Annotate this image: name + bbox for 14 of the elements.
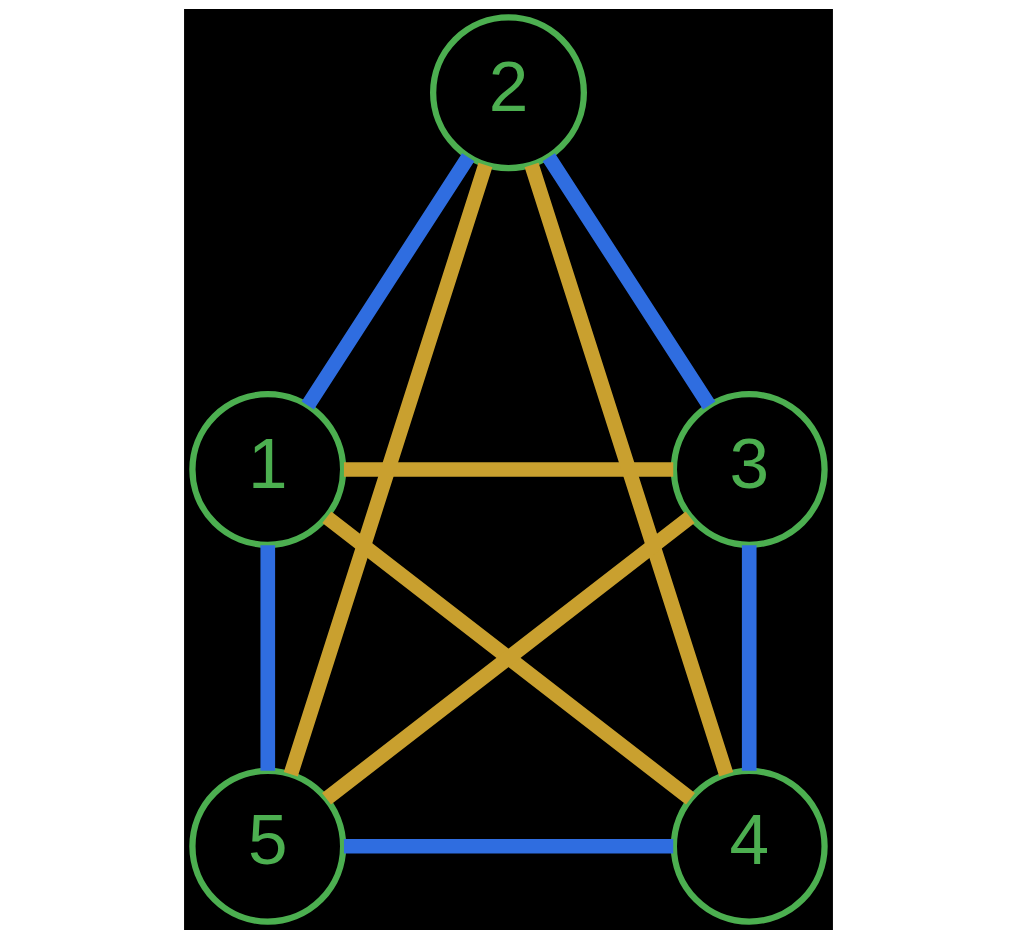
connector [343,461,673,477]
node-circle: 5 [188,767,346,925]
node-circle: 1 [188,390,346,548]
node-circle: 2 [429,13,587,171]
connector [259,544,275,771]
connector [283,162,492,776]
connector [343,838,673,854]
node-circle: 3 [670,390,828,548]
connector [542,152,715,409]
connector [321,511,695,804]
connector [524,162,733,776]
node-circle: 4 [670,767,828,925]
connector [301,152,474,409]
connector [741,544,757,771]
